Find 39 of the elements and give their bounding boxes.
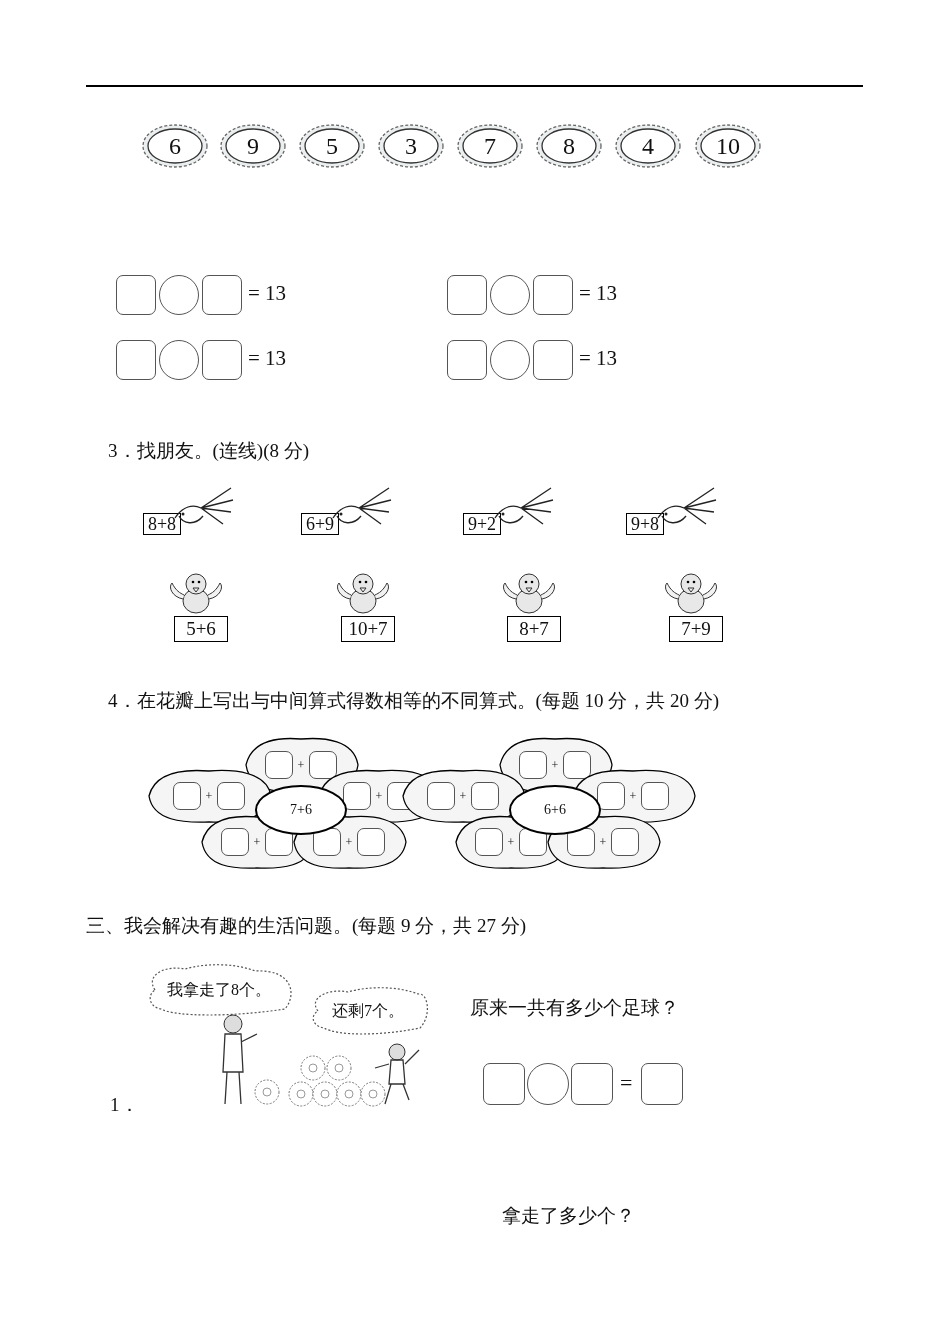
- expression-card: 10+7: [341, 616, 395, 642]
- number-badge: 4: [615, 124, 681, 168]
- number-badge: 3: [378, 124, 444, 168]
- plus-sign: +: [507, 834, 515, 850]
- plus-sign: +: [629, 788, 637, 804]
- section-heading: 三、我会解决有趣的生活问题。(每题 9 分，共 27 分): [86, 914, 527, 938]
- equation-result: = 13: [579, 346, 618, 371]
- plus-sign: +: [599, 834, 607, 850]
- question-heading: 4．在花瓣上写出与中间算式得数相等的不同算式。(每题 10 分，共 20 分): [108, 689, 720, 713]
- equation-result: = 13: [248, 281, 287, 306]
- flower-center: 6+6: [509, 785, 601, 835]
- plus-sign: +: [345, 834, 353, 850]
- expression-card: 6+9: [301, 513, 339, 535]
- equation-result: = 13: [579, 281, 618, 306]
- number-badge: 5: [299, 124, 365, 168]
- number-badge: 7: [457, 124, 523, 168]
- plus-sign: +: [375, 788, 383, 804]
- plus-sign: +: [297, 757, 305, 773]
- number-badge: 10: [695, 124, 761, 168]
- expression-card: 8+7: [507, 616, 561, 642]
- number-badge: 6: [142, 124, 208, 168]
- expression-card: 7+9: [669, 616, 723, 642]
- expression-card: 9+2: [463, 513, 501, 535]
- plus-sign: +: [205, 788, 213, 804]
- plus-sign: +: [551, 757, 559, 773]
- question-text: 原来一共有多少个足球？: [470, 996, 679, 1020]
- number-badge: 8: [536, 124, 602, 168]
- question-text: 拿走了多少个？: [502, 1204, 635, 1228]
- plus-sign: +: [459, 788, 467, 804]
- number-badge: 9: [220, 124, 286, 168]
- equals-sign: =: [620, 1070, 633, 1096]
- equation-result: = 13: [248, 346, 287, 371]
- flower-center: 7+6: [255, 785, 347, 835]
- expression-card: 9+8: [626, 513, 664, 535]
- question-heading: 3．找朋友。(连线)(8 分): [108, 439, 310, 463]
- expression-card: 5+6: [174, 616, 228, 642]
- expression-card: 8+8: [143, 513, 181, 535]
- plus-sign: +: [253, 834, 261, 850]
- question-number: 1．: [110, 1093, 139, 1117]
